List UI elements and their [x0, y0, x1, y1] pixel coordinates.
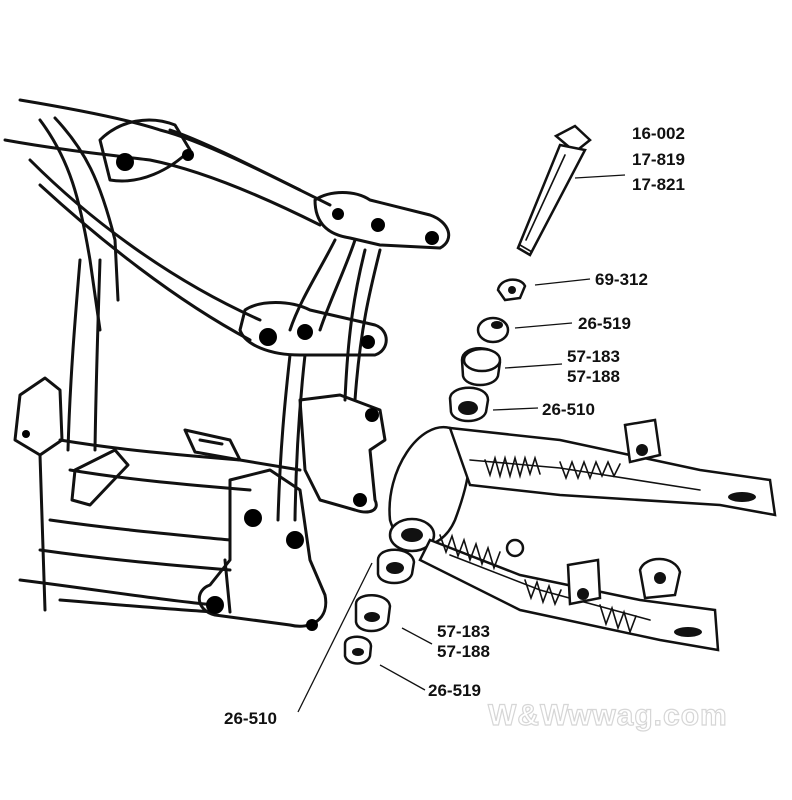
label-spacer-top: 26-519 [578, 314, 631, 333]
label-spacer-bottom: 26-519 [428, 681, 481, 700]
spacer-top [476, 316, 510, 344]
pivot-pin [516, 124, 592, 257]
leader-lines [297, 174, 626, 713]
label-bushing-bottom-1: 57-183 [437, 622, 490, 641]
label-bushing-bottom-2: 57-188 [437, 642, 490, 661]
label-bushing-top-2: 57-188 [567, 367, 620, 386]
spacer-bottom [343, 635, 373, 665]
label-bearing-top: 26-510 [542, 400, 595, 419]
label-washer-top: 69-312 [595, 270, 648, 289]
swing-arm [388, 418, 777, 652]
bushing-top [460, 347, 502, 387]
part-labels: 16-002 17-819 17-821 69-312 26-519 57-18… [224, 124, 685, 728]
lock-washer [496, 278, 527, 302]
bearing-bottom [376, 548, 416, 585]
bushing-bottom [354, 594, 392, 633]
label-bushing-top-1: 57-183 [567, 347, 620, 366]
label-pin-1: 16-002 [632, 124, 685, 143]
watermark-site: wwag.com [567, 699, 728, 732]
label-bearing-bottom: 26-510 [224, 709, 277, 728]
motorcycle-frame [3, 98, 451, 631]
bearing-top [448, 386, 490, 423]
label-pin-2: 17-819 [632, 150, 685, 169]
watermark-logo: W&W [488, 699, 569, 732]
watermark: W&W wwag.com [487, 698, 728, 732]
label-pin-3: 17-821 [632, 175, 685, 194]
